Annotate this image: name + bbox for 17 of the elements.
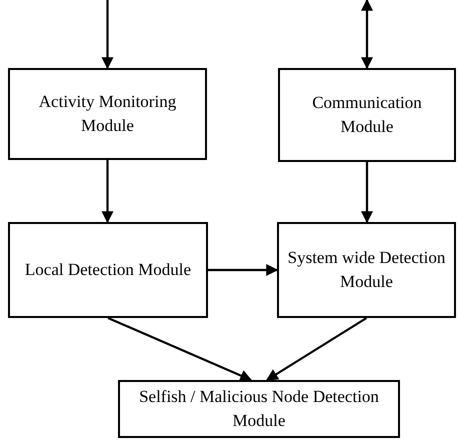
module-box	[118, 380, 400, 438]
module-label: Local Detection Module	[24, 259, 192, 281]
module-label: Activity Monitoring Module	[38, 91, 178, 137]
module-box	[8, 222, 208, 318]
arrow	[102, 0, 114, 70]
arrow	[208, 264, 278, 276]
arrow	[266, 317, 368, 381]
module-box	[8, 68, 207, 160]
module-label: Communication Module	[311, 92, 423, 138]
arrow	[361, 0, 373, 70]
module-box	[277, 222, 456, 318]
arrow	[102, 160, 114, 224]
module-label: System wide Detection Module	[287, 247, 446, 293]
module-label: Selfish / Malicious Node Detection Module	[138, 386, 380, 432]
module-box	[278, 68, 456, 162]
arrow	[108, 317, 252, 382]
arrow	[361, 162, 373, 224]
